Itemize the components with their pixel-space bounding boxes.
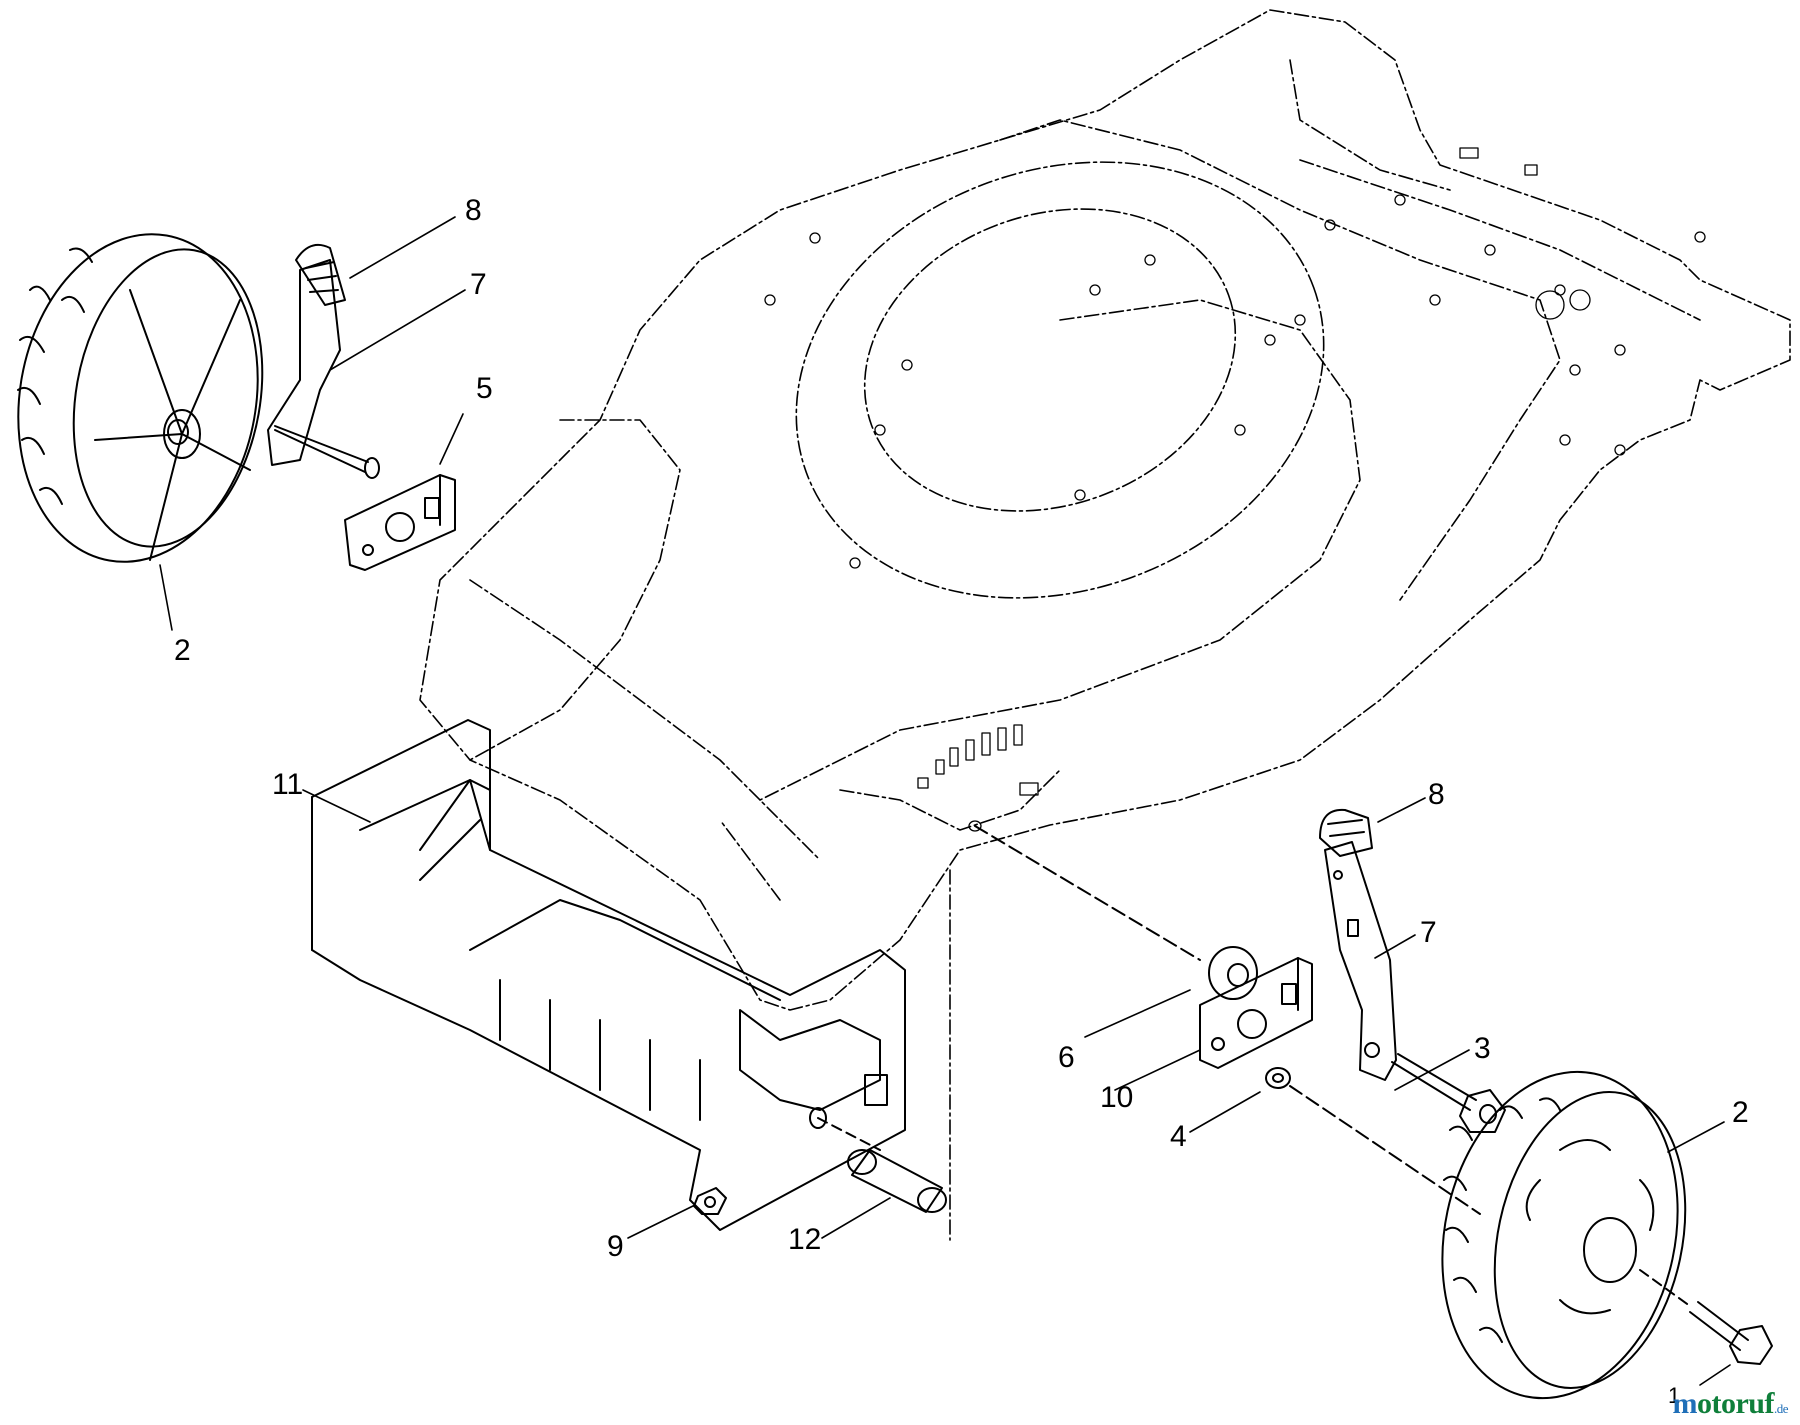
callout-7-left-lever: 7: [470, 268, 487, 301]
callout-10-right-bracket: 10: [1100, 1081, 1134, 1114]
callout-8-left-handle: 8: [465, 194, 482, 227]
callout-2-right-wheel: 2: [1732, 1096, 1749, 1129]
callout-2-left-wheel: 2: [174, 634, 191, 667]
left-height-lever: [267, 244, 346, 466]
rear-skirt: [311, 719, 906, 1231]
mower-deck-outline: [419, 9, 1791, 1241]
left-wheel: [17, 233, 264, 563]
watermark-logo: motoruf.de: [1672, 1387, 1788, 1420]
callout-6-bushing: 6: [1058, 1041, 1075, 1074]
callout-9-nut: 9: [607, 1230, 624, 1263]
deck-vent-slots: [917, 724, 1039, 832]
left-axle-bracket: [274, 425, 456, 571]
callout-5-left-bracket: 5: [476, 372, 493, 405]
callout-3-axle-bolt: 3: [1474, 1032, 1491, 1065]
right-height-lever: [1319, 808, 1397, 1081]
callout-1-wheel-bolt: 1: [1668, 1383, 1681, 1408]
leader-lines: [159, 216, 1731, 1386]
right-wheel: [1441, 1070, 1687, 1400]
callout-8-right-handle: 8: [1428, 778, 1445, 811]
right-axle-bolt: [1289, 1053, 1506, 1215]
callout-11-rear-skirt: 11: [272, 768, 304, 801]
right-wheel-bolt: [1639, 1269, 1773, 1365]
right-bracket-assembly: [974, 825, 1313, 1089]
callout-12-spacer: 12: [788, 1223, 822, 1256]
deck-holes: [764, 147, 1706, 832]
callout-7-right-lever: 7: [1420, 916, 1437, 949]
spacer-and-nut: [693, 1117, 947, 1215]
callout-4-washer: 4: [1170, 1120, 1187, 1153]
